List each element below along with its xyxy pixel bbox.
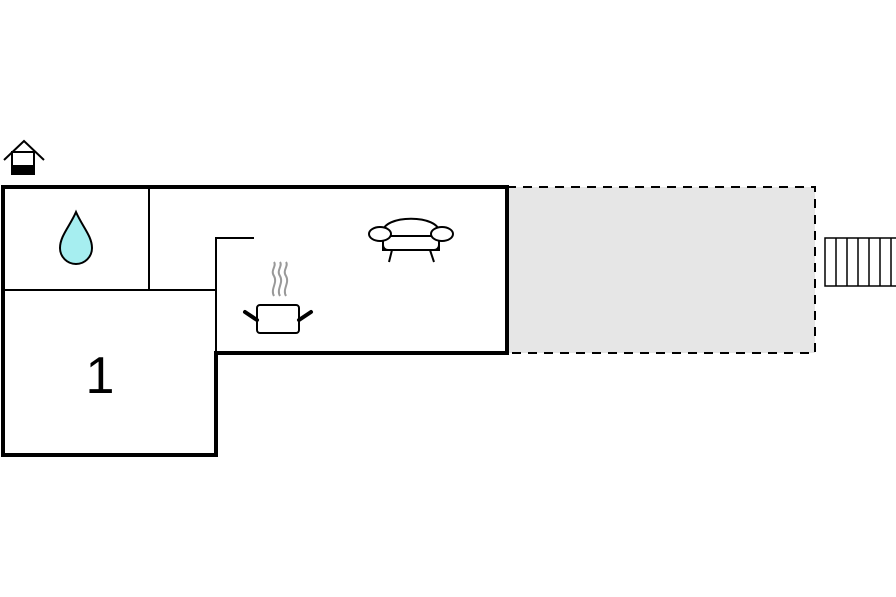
room-number-label: 1 <box>86 347 115 405</box>
sofa-icon <box>368 217 454 263</box>
house-entrance-icon <box>3 139 45 175</box>
stairs-icon <box>824 237 896 287</box>
cooking-pot-icon <box>243 261 313 334</box>
water-drop-icon <box>58 209 94 265</box>
interior-walls <box>3 187 254 353</box>
terrace-area <box>506 186 816 354</box>
